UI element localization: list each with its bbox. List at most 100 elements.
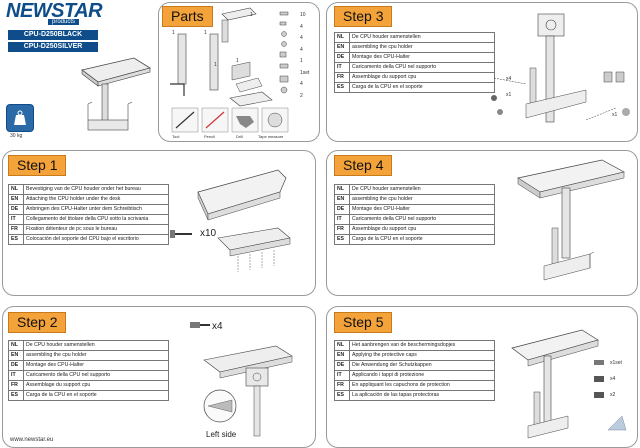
lang-code: ES (334, 390, 350, 401)
lang-code: NL (8, 340, 24, 351)
product-illustration (81, 57, 151, 131)
lang-code: FR (8, 380, 24, 391)
lang-code: NL (8, 184, 24, 195)
lang-code: DE (8, 204, 24, 215)
lang-code: IT (334, 214, 350, 225)
lang-text: assembling the cpu holder (23, 350, 169, 361)
website-link[interactable]: www.newstar.eu (10, 437, 54, 443)
lang-text: Colocación del soporte del CPU bajo el e… (23, 234, 169, 245)
lang-code: ES (334, 234, 350, 245)
step4-title: Step 4 (334, 155, 393, 176)
tool-label: Tool (172, 134, 180, 139)
parts-illustration (170, 7, 289, 133)
lang-code: IT (334, 62, 350, 73)
lang-text: Carga de la CPU en el soporte (23, 390, 169, 401)
qty-item: 4 (300, 35, 303, 41)
step1-title: Step 1 (8, 155, 67, 176)
lang-code: EN (8, 350, 24, 361)
qty-item: 4 (300, 23, 303, 30)
qty-item: 1set (300, 69, 310, 76)
lang-text: Montage des CPU-Halter (23, 360, 169, 371)
tool-label: Tape measure (258, 134, 284, 139)
qty-left: 1 (250, 12, 253, 18)
lang-code: FR (334, 224, 350, 235)
lang-code: NL (334, 184, 350, 195)
lang-code: FR (334, 380, 350, 391)
tool-label: Pencil (204, 134, 215, 139)
lang-text: Carga de la CPU en el soporte (349, 234, 495, 245)
qty-left: 1 (214, 62, 217, 68)
weight-icon (14, 110, 26, 125)
step3-count: x1 (506, 92, 512, 98)
lang-code: NL (334, 340, 350, 351)
step5-count: x1set (610, 360, 622, 366)
step4-illustration (517, 159, 625, 281)
lang-text: Attaching the CPU holder under the desk (23, 194, 169, 205)
qty-left: 1 (172, 30, 175, 36)
qty-item: 2 (300, 92, 303, 99)
lang-text: De CPU houder samenstellen (349, 32, 495, 43)
lang-code: ES (8, 390, 24, 401)
step5-count: x4 (610, 376, 616, 382)
lang-text: Assemblage du support cpu (23, 380, 169, 391)
step5-count: x2 (610, 392, 616, 398)
lang-text: Fixation détenteur de pc sous le bureau (23, 224, 169, 235)
lang-text: La aplicación de las tapas protectoras (349, 390, 495, 401)
lang-text: Bevestiging van de CPU houder onder het … (23, 184, 169, 195)
brand-name: NEWSTAR (6, 0, 103, 22)
lang-text: Montage des CPU-Halter (349, 52, 495, 63)
model-black: CPU-D250BLACK (8, 30, 98, 40)
lang-text: Assemblage du support cpu (349, 224, 495, 235)
lang-code: FR (334, 72, 350, 83)
lang-code: DE (334, 52, 350, 63)
parts-quantities: 10 4 4 4 1 1set 4 2 (300, 10, 309, 102)
step3-count: x1 (612, 112, 618, 118)
lang-text: Collegamento del titolare della CPU sott… (23, 214, 169, 225)
lang-code: NL (334, 32, 350, 43)
qty-left: 1 (236, 58, 239, 64)
brand-tagline: products (48, 19, 80, 25)
step5-illustration (511, 329, 627, 439)
tool-label: Drill (236, 134, 243, 139)
step1-screw-count: x10 (200, 228, 217, 239)
step2-illustration (190, 322, 293, 437)
lang-code: IT (8, 214, 24, 225)
qty-item: 1 (300, 58, 303, 64)
parts-title: Parts (162, 6, 213, 27)
lang-code: EN (334, 194, 350, 205)
lang-text: Het aanbrengen van de beschermingsdopjes (349, 340, 495, 351)
step2-screw-count: x4 (212, 321, 223, 332)
max-weight-label: 30 kg (10, 133, 23, 139)
lang-text: assembling the cpu holder (349, 194, 495, 205)
lang-text: Caricamento della CPU nel supporto (349, 214, 495, 225)
lang-text: Die Anwendung der Schutzkappen (349, 360, 495, 371)
qty-item: 4 (300, 46, 303, 53)
